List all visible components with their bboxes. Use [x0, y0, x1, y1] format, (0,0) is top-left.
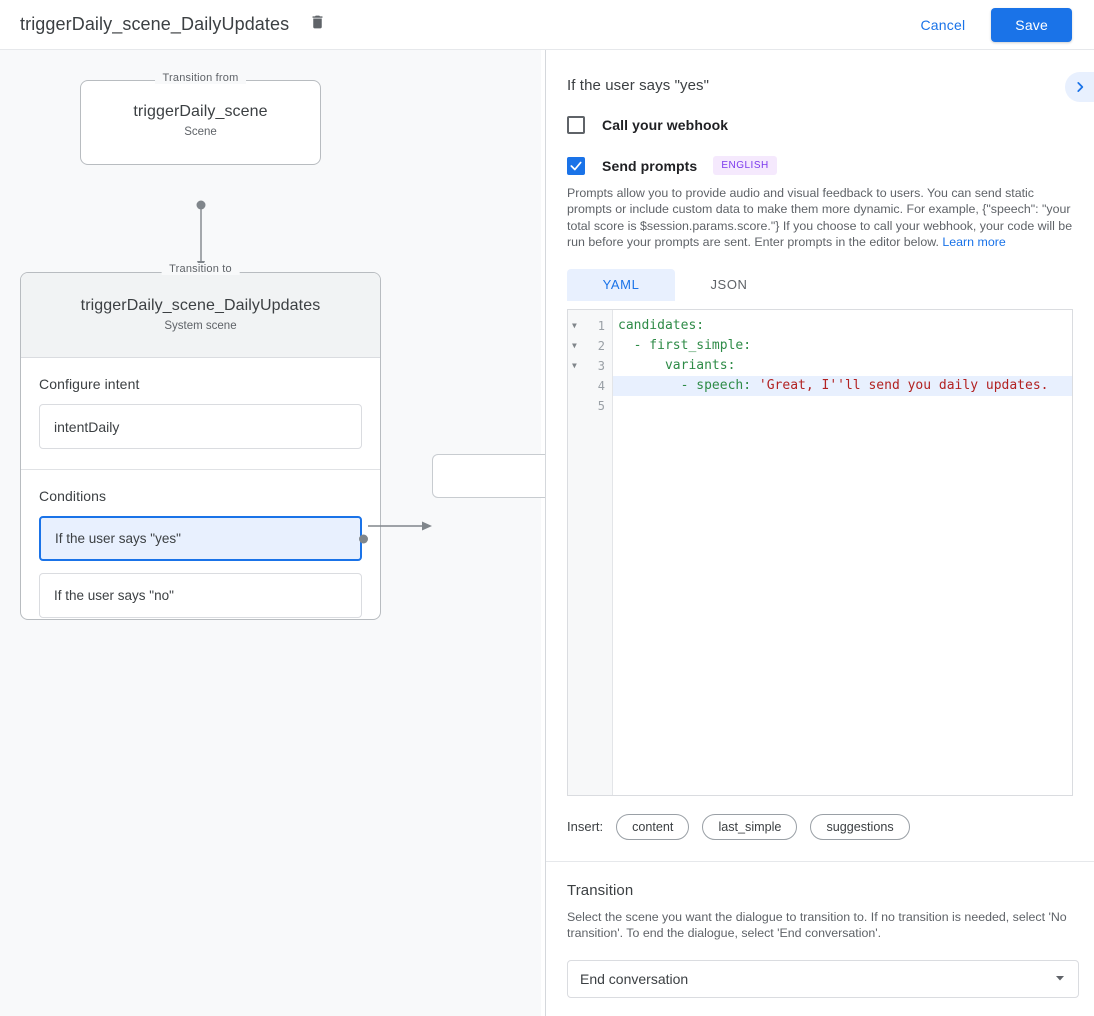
transition-to-legend: Transition to — [161, 263, 240, 275]
condition-item-yes[interactable]: If the user says "yes" — [39, 516, 368, 561]
chevron-down-icon — [1054, 971, 1066, 987]
call-webhook-label: Call your webhook — [602, 117, 729, 133]
panel-title: If the user says "yes" — [567, 77, 710, 94]
send-prompts-checkbox[interactable] — [567, 156, 585, 175]
gutter-line: ▼1 — [568, 316, 612, 336]
intent-field[interactable]: intentDaily — [39, 404, 362, 449]
insert-chip-content[interactable]: content — [616, 813, 690, 840]
top-app-bar: triggerDaily_scene_DailyUpdates Cancel S… — [0, 0, 1094, 50]
yaml-token: variants: — [618, 357, 736, 373]
prompts-description: Prompts allow you to provide audio and v… — [567, 185, 1073, 251]
section-divider — [546, 861, 1094, 862]
delete-button[interactable] — [303, 11, 331, 39]
line-number: 5 — [597, 398, 605, 413]
conditions-section: Conditions If the user says "yes" If the… — [21, 470, 380, 618]
code-line-active: - speech: 'Great, I''ll send you daily u… — [613, 375, 1072, 396]
fold-triangle-icon[interactable]: ▼ — [572, 320, 577, 330]
code-line: candidates: — [613, 316, 1072, 336]
scene-graph-canvas[interactable]: Transition from triggerDaily_scene Scene… — [0, 50, 541, 1016]
yaml-token: - speech: — [618, 377, 759, 393]
condition-output-port[interactable] — [359, 534, 368, 543]
tab-yaml[interactable]: YAML — [567, 268, 675, 301]
vertical-connector-arrow — [196, 200, 206, 270]
condition-label: If the user says "no" — [54, 588, 174, 603]
conditions-label: Conditions — [39, 488, 107, 504]
line-number: 1 — [597, 318, 605, 333]
transition-from-legend: Transition from — [154, 72, 247, 84]
yaml-token: candidates: — [618, 317, 705, 333]
transition-section: Transition Select the scene you want the… — [567, 882, 1079, 998]
panel-body: Call your webhook Send prompts ENGLISH P… — [546, 116, 1094, 840]
transition-select[interactable]: End conversation — [567, 959, 1079, 998]
code-line: variants: — [613, 356, 1072, 376]
topbar-actions: Cancel Save — [909, 7, 1094, 42]
editor-format-tabs: YAML JSON — [567, 268, 1073, 301]
cancel-button[interactable]: Cancel — [909, 9, 978, 41]
editor-code-area[interactable]: candidates: - first_simple: variants: - … — [613, 310, 1072, 795]
yaml-string-token: 'Great, I''ll send you daily updates. — [758, 377, 1049, 393]
from-scene-type: Scene — [184, 126, 217, 138]
send-prompts-row[interactable]: Send prompts ENGLISH — [567, 156, 1073, 175]
insert-label: Insert: — [567, 819, 604, 835]
insert-chips-row: Insert: content last_simple suggestions — [567, 813, 1073, 840]
configure-intent-section: Configure intent intentDaily — [21, 358, 380, 470]
call-webhook-checkbox[interactable] — [567, 116, 585, 134]
gutter-line: ▼3 — [568, 356, 612, 376]
panel-header: If the user says "yes" — [546, 50, 1094, 94]
fold-triangle-icon[interactable]: ▼ — [572, 360, 577, 370]
transition-from-card[interactable]: Transition from triggerDaily_scene Scene — [80, 72, 321, 165]
call-webhook-row[interactable]: Call your webhook — [567, 116, 1073, 134]
prompts-description-text: Prompts allow you to provide audio and v… — [567, 186, 1073, 250]
transition-description: Select the scene you want the dialogue t… — [567, 910, 1067, 941]
chevron-right-icon[interactable] — [1065, 72, 1094, 102]
save-button[interactable]: Save — [991, 7, 1072, 42]
trash-icon — [309, 13, 326, 36]
canvas-edge-strip — [541, 50, 545, 1016]
gutter-line: 5 — [568, 396, 612, 416]
transition-to-header: triggerDaily_scene_DailyUpdates System s… — [21, 273, 380, 358]
details-side-panel: If the user says "yes" Call your webhook… — [545, 50, 1094, 1016]
configure-intent-label: Configure intent — [39, 376, 140, 392]
editor-gutter: ▼1 ▼2 ▼3 4 5 — [568, 309, 613, 795]
transition-select-value: End conversation — [580, 970, 689, 987]
line-number: 4 — [597, 378, 605, 393]
from-scene-name: triggerDaily_scene — [133, 103, 268, 120]
yaml-token: - first_simple: — [618, 337, 752, 353]
tab-json[interactable]: JSON — [710, 277, 748, 293]
insert-chip-suggestions[interactable]: suggestions — [810, 813, 910, 840]
language-badge: ENGLISH — [713, 156, 777, 175]
condition-label: If the user says "yes" — [55, 531, 181, 546]
page-title: triggerDaily_scene_DailyUpdates — [20, 14, 290, 34]
send-prompts-label: Send prompts — [602, 157, 698, 174]
line-number: 3 — [597, 358, 605, 373]
to-scene-type: System scene — [164, 320, 237, 332]
condition-item-no[interactable]: If the user says "no" — [39, 573, 362, 618]
transition-to-card[interactable]: triggerDaily_scene_DailyUpdates System s… — [20, 272, 381, 620]
transition-heading: Transition — [567, 882, 634, 899]
to-scene-name: triggerDaily_scene_DailyUpdates — [80, 297, 321, 314]
code-line — [613, 396, 1072, 416]
gutter-line: ▼2 — [568, 336, 612, 356]
line-number: 2 — [597, 338, 605, 353]
learn-more-link[interactable]: Learn more — [942, 235, 1006, 250]
insert-chip-last-simple[interactable]: last_simple — [702, 813, 798, 840]
prompt-code-editor[interactable]: ▼1 ▼2 ▼3 4 5 candidates: - first_simple:… — [567, 308, 1073, 796]
code-line: - first_simple: — [613, 336, 1072, 356]
gutter-line: 4 — [568, 376, 612, 396]
fold-triangle-icon[interactable]: ▼ — [572, 340, 577, 350]
horizontal-connector-arrow — [368, 521, 432, 531]
